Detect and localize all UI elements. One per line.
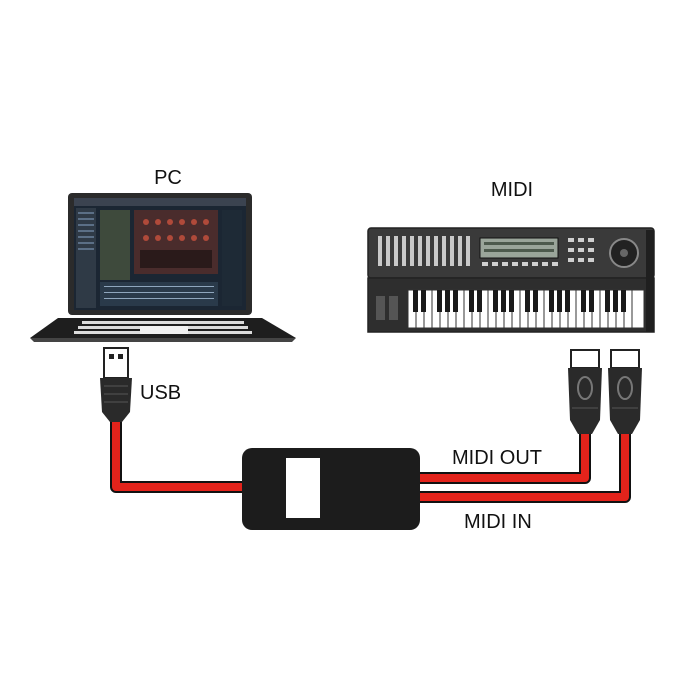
usb-cable bbox=[110, 420, 248, 493]
usb-plug-icon bbox=[100, 347, 132, 422]
midi-out-label: MIDI OUT bbox=[452, 447, 542, 469]
pc-label: PC bbox=[154, 167, 182, 189]
midi-keyboard-icon bbox=[367, 227, 655, 333]
adapter-box-icon bbox=[242, 448, 420, 530]
midi-in-label: MIDI IN bbox=[464, 511, 532, 533]
midi-din-plug-icon bbox=[568, 349, 642, 434]
midi-label: MIDI bbox=[491, 179, 533, 201]
keyboard-keys bbox=[407, 289, 645, 329]
laptop-icon bbox=[30, 193, 296, 342]
midi-out-plug bbox=[568, 349, 602, 434]
cables bbox=[110, 420, 631, 503]
midi-in-plug bbox=[608, 349, 642, 434]
usb-label: USB bbox=[140, 382, 181, 404]
